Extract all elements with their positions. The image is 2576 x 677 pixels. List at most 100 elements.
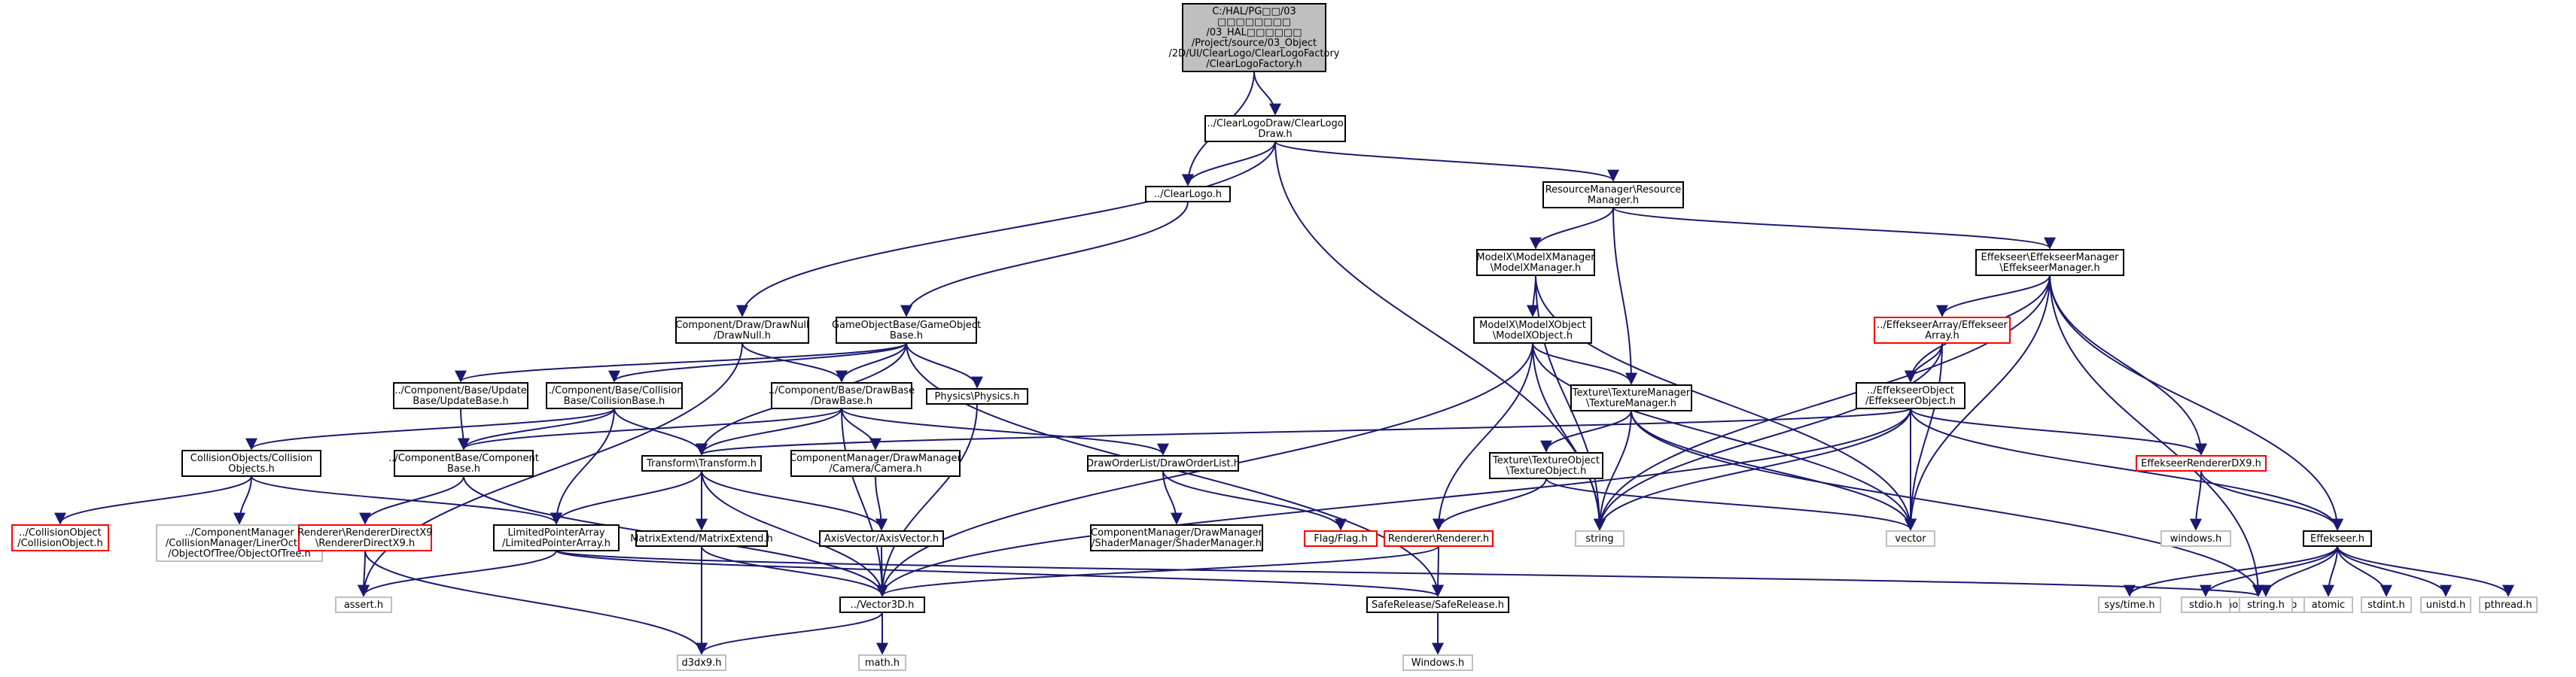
node-box xyxy=(1204,115,1346,142)
graph-node-ren[interactable]: Renderer\Renderer.h xyxy=(1384,530,1494,547)
edge-tm-to-str xyxy=(1594,410,1632,531)
graph-node-root[interactable]: C:/HAL/PG□□/03□□□□□□□□/03_HAL□□□□□□/Proj… xyxy=(1169,3,1340,72)
graph-node-me[interactable]: MatrixExtend/MatrixExtend.h xyxy=(630,530,773,547)
graph-node-gob[interactable]: GameObjectBase/GameObjectBase.h xyxy=(832,317,981,344)
graph-node-eff[interactable]: Effekseer.h xyxy=(2303,530,2372,547)
node-box xyxy=(641,455,762,472)
node-box xyxy=(1090,524,1263,551)
graph-node-cl[interactable]: ../ClearLogo.h xyxy=(1145,186,1231,202)
graph-node-to[interactable]: Texture\TextureObject\TextureObject.h xyxy=(1489,452,1603,479)
graph-node-mm[interactable]: ModelX\ModelXManager\ModelXManager.h xyxy=(1476,249,1595,276)
edge-co-to-oft xyxy=(233,475,252,525)
graph-node-tm[interactable]: Texture\TextureManager\TextureManager.h xyxy=(1570,384,1692,411)
edge-rd9-to-d3dx9 xyxy=(364,550,708,655)
node-box xyxy=(677,654,726,671)
node-label-line: unistd.h xyxy=(2426,600,2466,611)
node-box xyxy=(1402,654,1473,671)
edge-eff-to-stdio xyxy=(2200,545,2338,597)
edge-lpa-to-um xyxy=(556,550,2264,597)
graph-node-unistd[interactable]: unistd.h xyxy=(2420,597,2471,613)
graph-node-mo[interactable]: ModelX\ModelXObject\ModelXObject.h xyxy=(1473,317,1592,344)
graph-node-erd[interactable]: EffekseerRendererDX9.h xyxy=(2136,455,2267,472)
graph-node-strh[interactable]: string.h xyxy=(2239,597,2293,613)
graph-node-vec[interactable]: vector xyxy=(1886,530,1935,547)
graph-node-em[interactable]: Effekseer\EffekseerManager\EffekseerMana… xyxy=(1975,249,2124,276)
edge-lpa-to-assert xyxy=(358,550,557,597)
graph-node-dol[interactable]: DrawOrderList/DrawOrderList.h xyxy=(1086,455,1240,472)
edge-cb-to-lpa xyxy=(550,408,615,525)
node-label-line: Texture\TextureObject xyxy=(1492,455,1600,466)
graph-node-cb[interactable]: ../Component/Base/CollisionBase/Collisio… xyxy=(546,382,684,409)
graph-node-av[interactable]: AxisVector/AxisVector.h xyxy=(819,530,944,547)
graph-node-oft[interactable]: ../ComponentManager/CollisionManager/Lin… xyxy=(156,524,323,562)
edge-db-to-dol xyxy=(841,408,1169,456)
edge-cb-to-co xyxy=(245,408,615,451)
graph-node-ph[interactable]: Physics\Physics.h xyxy=(926,388,1028,405)
edge-dol-to-sm xyxy=(1162,470,1183,525)
node-box xyxy=(1856,382,1965,409)
graph-node-sm[interactable]: ComponentManager/DrawManager/ShaderManag… xyxy=(1090,524,1263,551)
graph-node-assert[interactable]: assert.h xyxy=(335,597,392,613)
graph-node-pthread[interactable]: pthread.h xyxy=(2479,597,2538,613)
graph-node-d3dx9[interactable]: d3dx9.h xyxy=(677,654,726,671)
node-label-line: Array.h xyxy=(1925,330,1959,342)
edge-em-to-ea xyxy=(1936,275,2051,317)
graph-node-cld[interactable]: ../ClearLogoDraw/ClearLogoDraw.h xyxy=(1204,115,1346,142)
node-box xyxy=(926,388,1028,405)
edge-erd-to-eff xyxy=(2200,470,2343,531)
node-box xyxy=(1473,317,1592,344)
graph-node-cpb[interactable]: ../ComponentBase/ComponentBase.h xyxy=(388,450,539,477)
edge-db-to-cpb xyxy=(458,408,842,451)
node-label-line: /CollisionManager/LinerOctree xyxy=(166,538,313,549)
edge-mm-to-str xyxy=(1535,275,1606,531)
graph-node-v3d[interactable]: ../Vector3D.h xyxy=(839,597,925,613)
node-box xyxy=(2136,455,2267,472)
graph-node-rd9[interactable]: Renderer\RendererDirectX9\RendererDirect… xyxy=(297,524,433,551)
edge-rm-to-mm xyxy=(1530,207,1614,250)
node-label-line: ../Component/Base/Collision xyxy=(546,385,684,396)
node-label-line: ModelX\ModelXObject xyxy=(1479,320,1586,331)
graph-node-dn[interactable]: Component/Draw/DrawNull/DrawNull.h xyxy=(675,317,809,344)
node-label-line: ../CollisionObject xyxy=(19,527,101,539)
graph-node-cobj[interactable]: ../CollisionObject/CollisionObject.h xyxy=(11,524,109,551)
graph-node-ea[interactable]: ../EffekseerArray/EffekseerArray.h xyxy=(1874,317,2011,344)
node-box xyxy=(1975,249,2124,276)
graph-node-str[interactable]: string xyxy=(1575,530,1624,547)
graph-node-st[interactable]: sys/time.h xyxy=(2098,597,2161,613)
node-label-line: Base.h xyxy=(447,463,480,475)
node-label-line: string xyxy=(1585,533,1613,545)
graph-node-stdint[interactable]: stdint.h xyxy=(2361,597,2412,613)
graph-node-rm[interactable]: ResourceManager\ResourceManager.h xyxy=(1542,181,1684,208)
node-label-line: GameObjectBase/GameObject xyxy=(832,320,981,331)
node-label-line: /Project/source/03_Object xyxy=(1192,38,1317,49)
graph-node-stdio[interactable]: stdio.h xyxy=(2181,597,2230,613)
node-label-line: /03_HAL□□□□□□ xyxy=(1206,27,1302,38)
edge-db-to-cam xyxy=(841,408,882,451)
node-label-line: Base/UpdateBase.h xyxy=(413,396,508,407)
node-box xyxy=(394,450,534,477)
graph-node-win[interactable]: windows.h xyxy=(2160,530,2231,547)
graph-node-lpa[interactable]: LimitedPointerArray/LimitedPointerArray.… xyxy=(493,524,620,551)
node-box xyxy=(858,654,906,671)
node-label-line: Effekseer\EffekseerManager xyxy=(1981,252,2120,263)
graph-node-math[interactable]: math.h xyxy=(858,654,906,671)
node-label-line: ModelX\ModelXManager xyxy=(1476,252,1595,263)
graph-node-sr[interactable]: SafeRelease/SafeRelease.h xyxy=(1366,597,1509,613)
graph-node-cam[interactable]: ComponentManager/DrawManager/Camera/Came… xyxy=(790,450,962,477)
node-label-line: Windows.h xyxy=(1411,657,1464,669)
node-box xyxy=(1366,597,1509,613)
graph-node-co[interactable]: CollisionObjects/CollisionObjects.h xyxy=(181,450,321,477)
graph-node-tr[interactable]: Transform\Transform.h xyxy=(641,455,762,472)
edge-gob-to-ub xyxy=(455,342,907,383)
node-label-line: ../ClearLogoDraw/ClearLogo xyxy=(1207,118,1343,129)
node-box xyxy=(1575,530,1624,547)
graph-node-atomic[interactable]: atomic xyxy=(2303,597,2353,613)
graph-node-ub[interactable]: ../Component/Base/UpdateBase/UpdateBase.… xyxy=(393,382,528,409)
graph-node-flag[interactable]: Flag/Flag.h xyxy=(1304,530,1378,547)
node-label-line: Manager.h xyxy=(1588,195,1639,206)
edge-eo-to-str xyxy=(1594,408,1911,531)
graph-node-WinH[interactable]: Windows.h xyxy=(1402,654,1473,671)
graph-node-eo[interactable]: ../EffekseerObject/EffekseerObject.h xyxy=(1856,382,1965,409)
node-label-line: ComponentManager/DrawManager xyxy=(1091,527,1262,539)
graph-node-db[interactable]: ../Component/Base/DrawBase/DrawBase.h xyxy=(769,382,915,409)
